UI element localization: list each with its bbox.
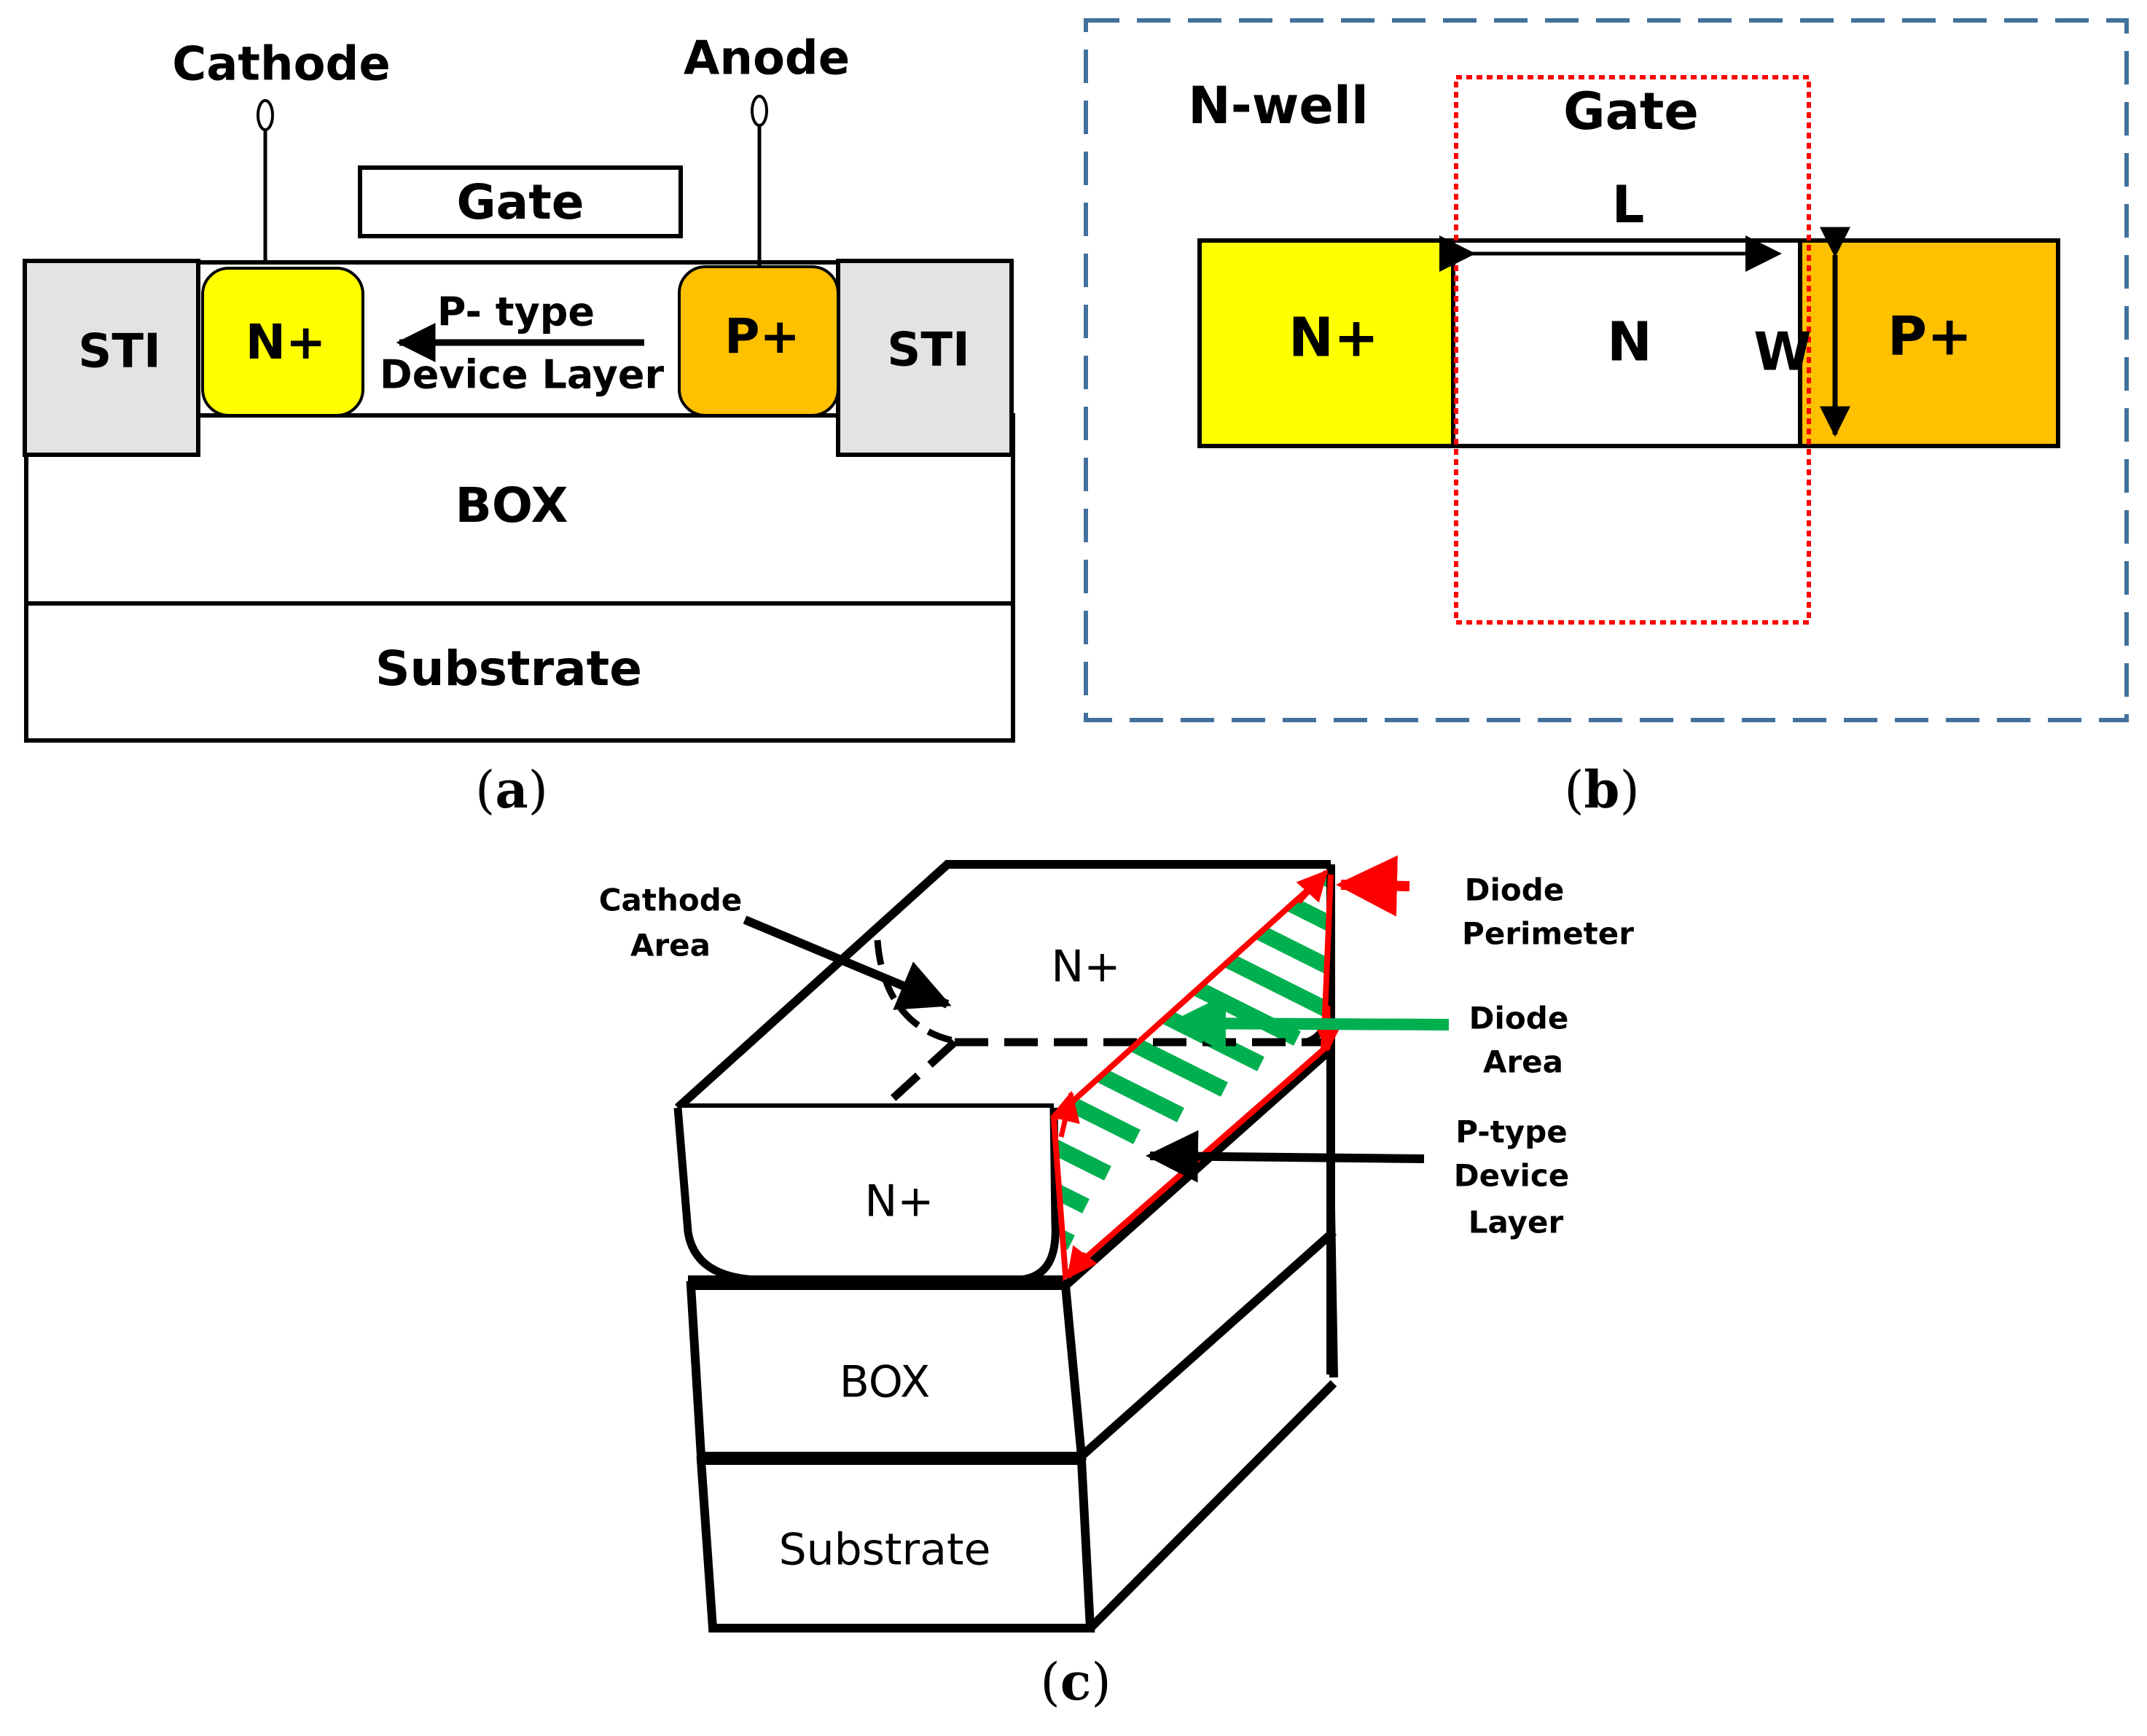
diode-area-pointer xyxy=(1168,994,1450,1053)
panel-b-caption: (b) xyxy=(1564,759,1640,820)
n-channel-region xyxy=(1448,238,1802,448)
box-side-right-edge xyxy=(1326,1209,1338,1378)
substrate-layer xyxy=(24,601,1015,743)
substrate-label-c: Substrate xyxy=(779,1525,991,1576)
gate-electrode xyxy=(358,165,683,238)
substrate-label: Substrate xyxy=(375,641,642,697)
panel-a-cross-section: Cathode Anode Gate STI STI N+ P+ P- type… xyxy=(23,32,1015,820)
device-layer-label-c-1: P-type xyxy=(1455,1114,1567,1150)
panel-a-caption-letter: a xyxy=(495,759,528,820)
cathode-area-boundary xyxy=(874,939,963,1046)
diode-perimeter-pointer xyxy=(1336,855,1410,917)
gate-label: Gate xyxy=(456,174,584,230)
substrate-side-bottom-edge xyxy=(1087,1380,1337,1632)
gate-label-b: Gate xyxy=(1563,82,1699,141)
n-plus-label-b: N+ xyxy=(1288,307,1379,370)
n-plus-label: N+ xyxy=(246,314,326,370)
n-well-boundary xyxy=(1084,18,2129,722)
n-plus-top-label: N+ xyxy=(1051,942,1120,993)
panel-b-caption-letter: b xyxy=(1584,759,1620,820)
sti-left-label: STI xyxy=(78,325,161,379)
gate-outline xyxy=(1454,75,1811,625)
cathode-label: Cathode xyxy=(172,38,391,92)
panel-c-caption: (c) xyxy=(1040,1651,1111,1712)
width-label: W xyxy=(1753,321,1811,383)
perimeter-arrow-top-left xyxy=(1296,869,1329,904)
panel-a-caption: (a) xyxy=(475,759,548,820)
box-label-c: BOX xyxy=(840,1357,931,1408)
panel-b-top-view: N-well Gate L N+ N W P+ (b) xyxy=(1084,18,2129,820)
n-plus-region-b xyxy=(1197,238,1455,448)
device-layer-pointer xyxy=(1146,1130,1425,1183)
diode-perimeter-label-1: Diode xyxy=(1465,872,1565,908)
device-layer-label-c-3: Layer xyxy=(1469,1205,1564,1240)
box-side-bottom-edge xyxy=(1079,1228,1337,1460)
diode-perimeter-label-2: Perimeter xyxy=(1462,916,1634,952)
cathode-area-pointer xyxy=(743,915,952,1010)
n-region-label: N xyxy=(1607,311,1652,374)
anode-label: Anode xyxy=(684,32,850,86)
sti-right-label: STI xyxy=(887,324,970,378)
block-top-outline xyxy=(674,860,1331,1111)
n-plus-region xyxy=(201,267,364,417)
cathode-terminal xyxy=(257,99,274,131)
device-layer-label-c-2: Device xyxy=(1454,1158,1570,1194)
diode-area-label-2: Area xyxy=(1483,1044,1563,1080)
length-label: L xyxy=(1612,175,1645,235)
diode-area-label-1: Diode xyxy=(1469,1001,1569,1036)
n-plus-front-label: N+ xyxy=(864,1176,934,1227)
sti-left xyxy=(23,259,200,457)
cathode-area-label-1: Cathode xyxy=(599,883,743,918)
box-label: BOX xyxy=(455,477,568,533)
p-plus-label-b: P+ xyxy=(1888,305,1972,368)
device-layer-label-2: Device Layer xyxy=(380,352,665,398)
panel-c-caption-letter: c xyxy=(1060,1651,1092,1712)
perimeter-arrow-front-down xyxy=(1066,1245,1098,1279)
sti-right xyxy=(836,259,1014,457)
anode-terminal xyxy=(751,95,768,127)
panel-c-3d-view: N+ N+ BOX Substrate Cathode Area Diode P… xyxy=(599,855,1634,1712)
n-well-label: N-well xyxy=(1188,76,1369,136)
device-layer-label-1: P- type xyxy=(437,289,595,335)
perimeter-arrow-front-up xyxy=(1049,1090,1080,1138)
p-plus-label: P+ xyxy=(724,308,800,364)
cathode-area-label-2: Area xyxy=(630,928,711,963)
